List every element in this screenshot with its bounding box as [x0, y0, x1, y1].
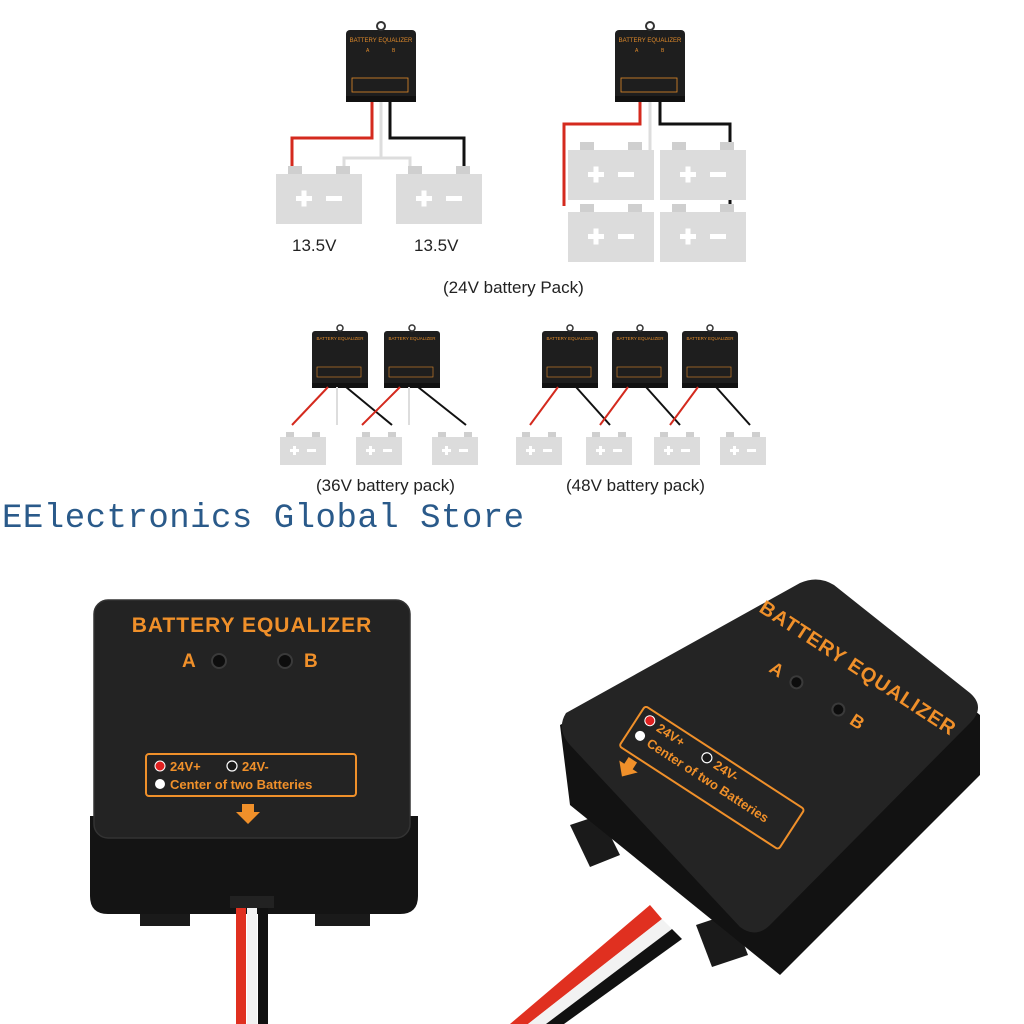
battery-icon-r3: [568, 204, 654, 262]
battery-icon-r2: [660, 142, 746, 200]
arrow-down-icon: [236, 804, 260, 824]
battery-icon-36-3: [432, 432, 478, 465]
voltage-label-right: 13.5V: [414, 236, 459, 255]
equalizer-icon-48c: [681, 324, 739, 389]
equalizer-photo-angled: BATTERY EQUALIZER A B 24V+ 24V- Center o…: [510, 579, 980, 1024]
equalizer-icon-left: [345, 21, 417, 103]
led-a-front: [211, 653, 227, 669]
legend-center-front: Center of two Batteries: [170, 777, 312, 792]
caption-24v: (24V battery Pack): [443, 278, 584, 297]
led-label-b-front: B: [304, 651, 318, 672]
wiring-diagram-24v: BATTERY EQUALIZER A B: [276, 21, 746, 262]
led-b-angled: [831, 702, 846, 717]
led-a-angled: [789, 675, 804, 690]
battery-icon-48-3: [654, 432, 700, 465]
equalizer-icon-36a: [311, 324, 369, 389]
battery-icon-48-2: [586, 432, 632, 465]
equalizer-icon-36b: [383, 324, 441, 389]
store-watermark: EElectronics Global Store: [2, 500, 525, 538]
led-b-front: [277, 653, 293, 669]
caption-36v: (36V battery pack): [316, 476, 455, 495]
equalizer-icon-48a: [541, 324, 599, 389]
voltage-label-left: 13.5V: [292, 236, 337, 255]
battery-icon-r4: [660, 204, 746, 262]
battery-icon-left: [276, 166, 362, 224]
legend-pos-front: 24V+: [170, 759, 201, 774]
battery-icon-r1: [568, 142, 654, 200]
battery-icon-right: [396, 166, 482, 224]
legend-box-front: [145, 753, 357, 797]
wiring-diagram-36v-48v: BATTERY EQUALIZER: [280, 324, 766, 465]
caption-48v: (48V battery pack): [566, 476, 705, 495]
battery-icon-48-4: [720, 432, 766, 465]
battery-icon-36-2: [356, 432, 402, 465]
equalizer-icon-48b: [611, 324, 669, 389]
legend-neg-front: 24V-: [242, 759, 269, 774]
legend-box-angled: [619, 705, 805, 850]
arrow-down-icon-angled: [619, 757, 638, 777]
battery-icon-48-1: [516, 432, 562, 465]
equalizer-icon-right: [614, 21, 686, 103]
led-label-a-front: A: [182, 651, 196, 672]
device-title-front: BATTERY EQUALIZER: [132, 614, 373, 637]
battery-icon-36-1: [280, 432, 326, 465]
equalizer-photo-front: BATTERY EQUALIZER A B 24V+ 24V- Center o…: [90, 599, 418, 1024]
